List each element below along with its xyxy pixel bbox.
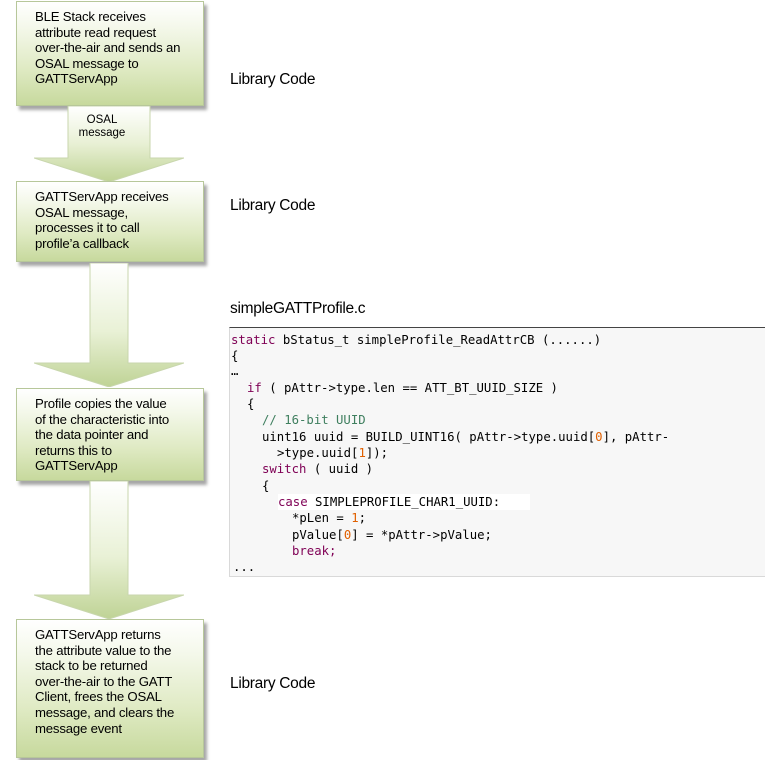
osal-message-label: OSAL message <box>78 114 126 139</box>
code-line-13: pValue[0] = *pAttr->pValue; <box>292 528 492 542</box>
code-line-3: … <box>231 364 239 378</box>
code-line-8: >type.uuid[1]); <box>277 446 389 460</box>
code-line-1: static bStatus_t simpleProfile_ReadAttrC… <box>231 333 602 347</box>
code-line-12: *pLen = 1; <box>292 511 367 525</box>
library-code-label-1: Library Code <box>230 71 316 88</box>
library-code-label-2: Library Code <box>230 197 316 214</box>
code-line-14: break; <box>292 544 337 558</box>
code-line-9: switch ( uuid ) <box>262 462 374 476</box>
step-ble-stack-box: BLE Stack receives attribute read reques… <box>16 1 204 106</box>
arrow-to-profile <box>34 263 184 387</box>
code-line-10: { <box>262 479 270 493</box>
code-listing: static bStatus_t simpleProfile_ReadAttrC… <box>229 327 765 577</box>
arrow-osal-message <box>34 106 184 182</box>
library-code-label-3: Library Code <box>230 675 316 692</box>
arrow-to-return <box>34 481 184 619</box>
code-line-7: uint16 uuid = BUILD_UINT16( pAttr->type.… <box>262 430 670 444</box>
step-profile-copies-box: Profile copies the value of the characte… <box>16 388 204 481</box>
step-gattservapp-receives-box: GATTServApp receives OSAL message, proce… <box>16 181 204 262</box>
profile-file-label: simpleGATTProfile.c <box>230 300 366 317</box>
code-line-4: if ( pAttr->type.len == ATT_BT_UUID_SIZE… <box>247 381 558 395</box>
code-line-5: { <box>247 397 255 411</box>
code-line-15: ... <box>233 560 256 574</box>
step-gattservapp-returns-box: GATTServApp returns the attribute value … <box>16 619 204 758</box>
code-line-6: // 16-bit UUID <box>262 413 366 427</box>
code-line-11: case SIMPLEPROFILE_CHAR1_UUID: <box>278 494 531 510</box>
code-line-2: { <box>231 349 239 363</box>
